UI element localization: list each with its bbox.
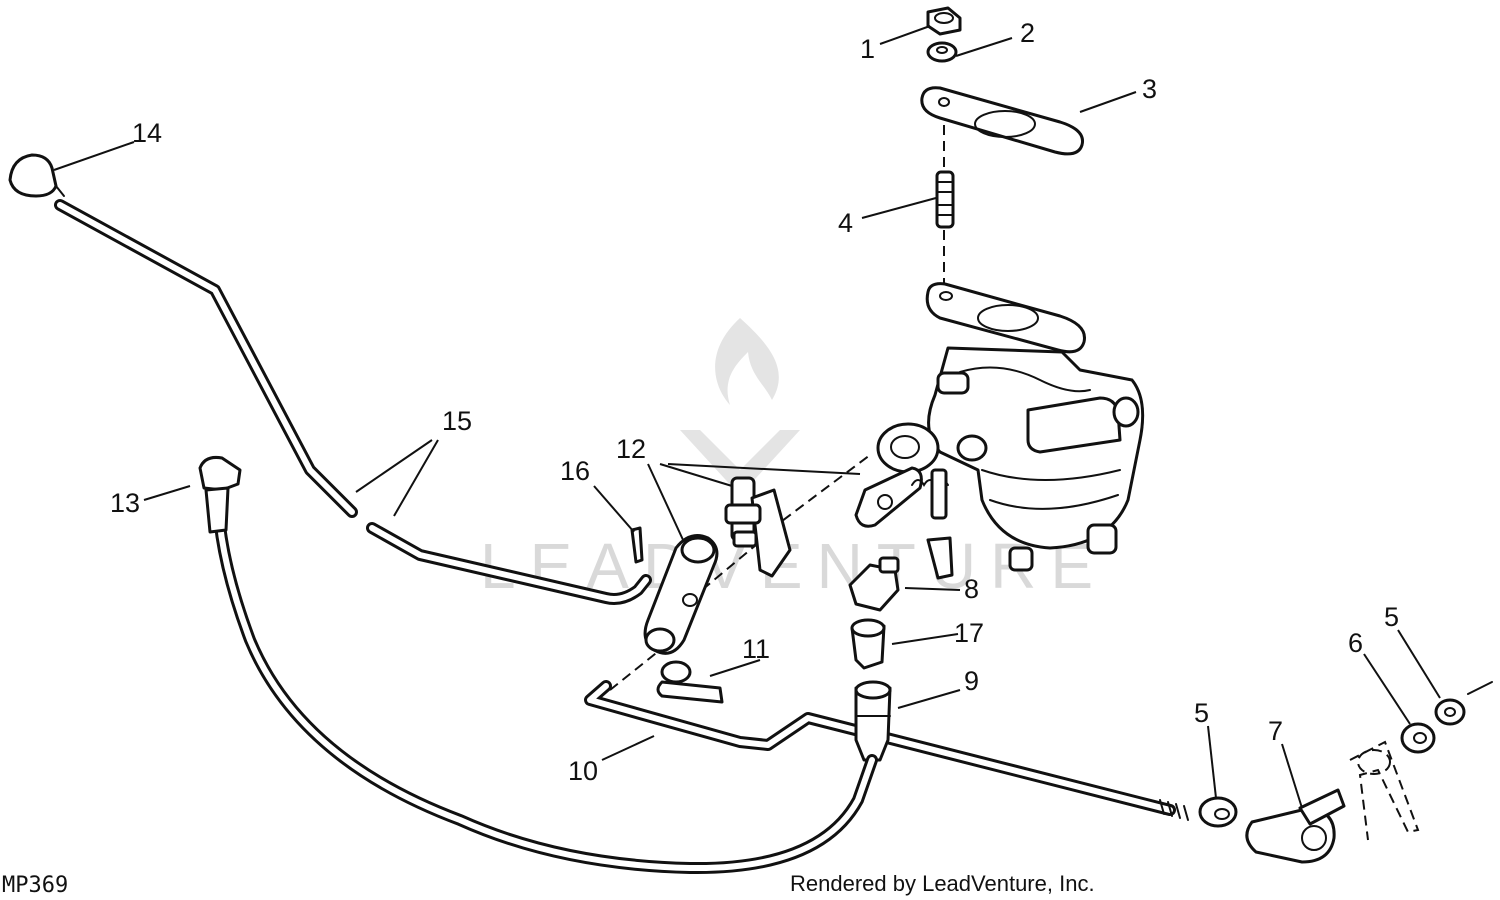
part-nut-5b: [1434, 681, 1493, 726]
callout-13: 13: [110, 488, 140, 518]
part-washer-2: [926, 41, 958, 63]
part-fitting-9: [854, 680, 892, 762]
credit-text: Rendered by LeadVenture, Inc.: [790, 871, 1095, 896]
diagram-code: MP369: [2, 873, 68, 898]
callout-11: 11: [742, 634, 770, 664]
callout-1: 1: [860, 34, 875, 64]
part-rod-15: [54, 199, 652, 605]
part-clip-11: [656, 660, 724, 704]
part-bracket-outline: [1349, 740, 1420, 841]
part-swivel-7: [1245, 788, 1346, 864]
callout-5a: 5: [1194, 698, 1209, 728]
part-connector-17: [850, 618, 886, 670]
part-stud-4: [935, 170, 955, 229]
part-gasket-3: [920, 86, 1085, 156]
part-throttle-arm-12: [643, 476, 792, 655]
callout-9: 9: [964, 666, 979, 696]
callout-15: 15: [442, 406, 472, 436]
callout-10: 10: [568, 756, 598, 786]
callout-17: 17: [954, 618, 984, 648]
part-nut-1: [926, 6, 962, 36]
part-carburetor: [854, 282, 1145, 580]
callout-14: 14: [132, 118, 162, 148]
part-cotter-pin-16: [630, 526, 644, 564]
callout-4: 4: [838, 208, 853, 238]
part-knob-14: [8, 153, 65, 198]
callout-3: 3: [1142, 74, 1157, 104]
callout-2: 2: [1020, 18, 1035, 48]
part-fuel-line-13: [198, 456, 878, 875]
part-washer-6: [1400, 722, 1436, 754]
callout-5b: 5: [1384, 602, 1399, 632]
callout-7: 7: [1268, 716, 1283, 746]
callout-12: 12: [616, 434, 646, 464]
callout-16: 16: [560, 456, 590, 486]
callout-8: 8: [964, 574, 979, 604]
leader-lines: [53, 25, 1441, 809]
part-elbow-8: [848, 556, 900, 612]
part-nut-5a: [1198, 796, 1238, 828]
callout-6: 6: [1348, 628, 1363, 658]
